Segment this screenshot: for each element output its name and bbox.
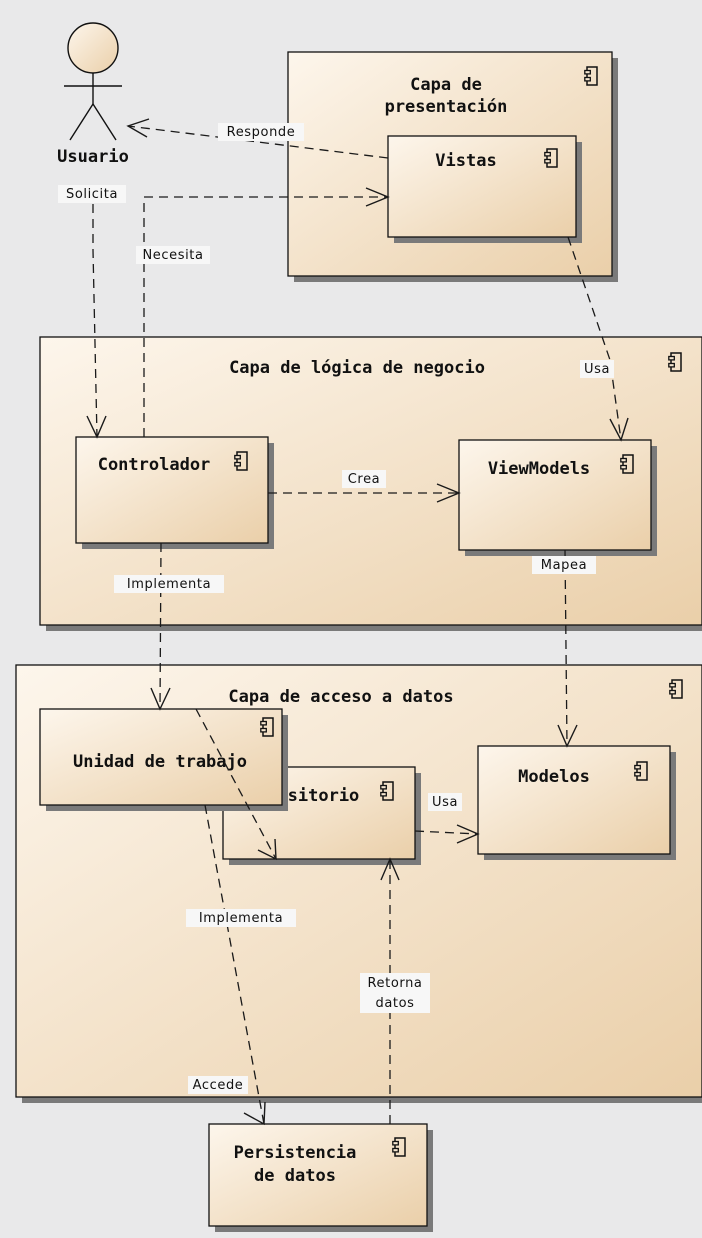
component-label-vistas: Vistas xyxy=(435,151,496,171)
svg-text:Mapea: Mapea xyxy=(541,558,587,573)
edge-responde xyxy=(126,118,389,159)
svg-text:Accede: Accede xyxy=(193,1078,244,1093)
edge-accede xyxy=(204,804,266,1126)
component-label-persistencia-line2: de datos xyxy=(254,1166,336,1186)
edge-label-implementa-controlador: Implementa xyxy=(114,575,224,593)
edge-label-accede: Accede xyxy=(188,1076,248,1094)
component-label-controlador: Controlador xyxy=(98,455,211,475)
layer-data-access: Capa de acceso a datos xyxy=(15,664,702,1103)
actor-stick-figure-icon[interactable] xyxy=(64,22,122,141)
edge-label-retorna-datos: Retorna datos xyxy=(360,973,430,1013)
edge-usa-modelos xyxy=(414,824,480,844)
edge-implementa-controlador xyxy=(150,542,171,711)
component-controlador[interactable]: Controlador xyxy=(75,436,274,549)
component-modelos[interactable]: Modelos xyxy=(477,745,676,860)
edge-usa-viewmodels xyxy=(567,236,629,442)
svg-text:Implementa: Implementa xyxy=(199,911,283,926)
edge-mapea xyxy=(557,549,578,748)
edge-crea xyxy=(268,483,461,503)
svg-text:Crea: Crea xyxy=(348,472,381,487)
edge-label-responde: Responde xyxy=(218,123,304,141)
edge-retorna-datos xyxy=(380,857,400,1124)
svg-text:Necesita: Necesita xyxy=(142,248,203,263)
layer-title-presentation-line2: presentación xyxy=(385,97,508,117)
layer-title-presentation-line1: Capa de xyxy=(410,75,482,95)
edge-label-solicita: Solicita xyxy=(58,185,126,203)
edge-label-usa-modelos: Usa xyxy=(428,793,462,811)
component-persistencia-de-datos[interactable]: Persistencia de datos xyxy=(208,1123,433,1232)
edge-implementa-repositorio xyxy=(195,708,277,861)
svg-text:datos: datos xyxy=(375,996,414,1011)
component-label-modelos: Modelos xyxy=(518,767,590,787)
component-vistas[interactable]: Vistas xyxy=(387,135,582,243)
edge-label-implementa-repositorio: Implementa xyxy=(186,909,296,927)
actor-label-usuario: Usuario xyxy=(57,147,129,167)
layer-title-data-access: Capa de acceso a datos xyxy=(228,687,453,707)
svg-text:Usa: Usa xyxy=(584,362,610,377)
edge-solicita xyxy=(86,204,107,439)
svg-text:Implementa: Implementa xyxy=(127,577,211,592)
svg-text:Solicita: Solicita xyxy=(66,187,118,202)
svg-text:Responde: Responde xyxy=(227,125,296,140)
svg-text:Retorna: Retorna xyxy=(367,976,422,991)
component-viewmodels[interactable]: ViewModels xyxy=(458,439,657,556)
layer-title-business: Capa de lógica de negocio xyxy=(229,358,485,378)
svg-text:Usa: Usa xyxy=(432,795,458,810)
edge-necesita xyxy=(143,187,390,437)
edge-label-usa-viewmodels: Usa xyxy=(580,360,614,378)
component-label-viewmodels: ViewModels xyxy=(488,459,590,479)
component-label-persistencia-line1: Persistencia xyxy=(234,1143,357,1163)
edge-label-necesita: Necesita xyxy=(136,246,210,264)
component-unidad-de-trabajo[interactable]: Unidad de trabajo xyxy=(39,708,288,811)
edge-label-mapea: Mapea xyxy=(532,556,596,574)
edge-label-crea: Crea xyxy=(342,470,386,488)
component-label-unidad-de-trabajo: Unidad de trabajo xyxy=(73,752,247,772)
